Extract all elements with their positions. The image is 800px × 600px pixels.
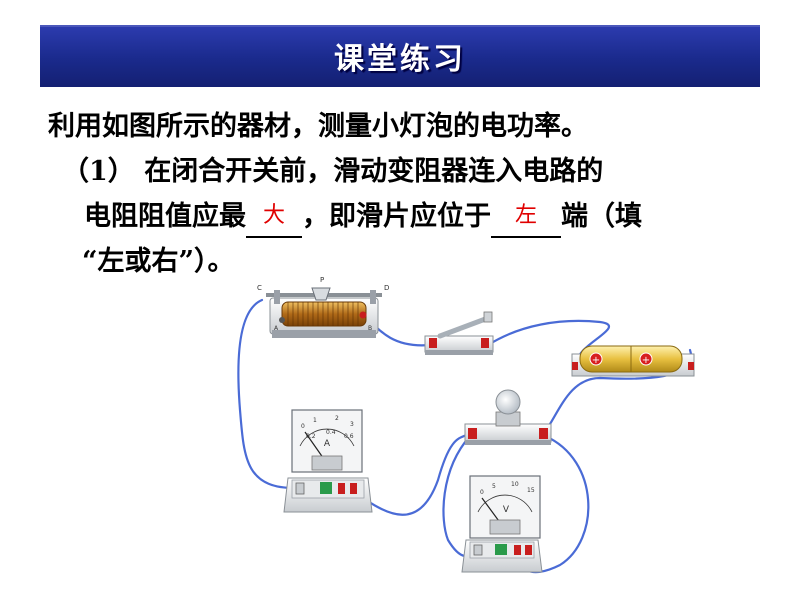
ammeter-tick-3: 3 [350, 421, 354, 428]
answer-2: 左 [514, 203, 537, 228]
answer-blank-1: 大 [246, 200, 302, 238]
question-part1-line2: 电阻阻值应最大 ，即滑片应位于左端（填 [84, 200, 642, 238]
rheostat-slider [311, 287, 331, 301]
part1-number: （1） [62, 156, 135, 187]
bulb [464, 389, 552, 445]
rheostat-label-d: D [384, 284, 389, 292]
voltmeter-tick-1: 5 [492, 483, 496, 490]
battery: + + [571, 345, 695, 377]
ammeter-tick-2: 2 [335, 415, 339, 422]
rheostat-label-a: A [274, 325, 279, 332]
bulb-glass [495, 389, 521, 415]
rheostat-label-p: P [320, 276, 324, 284]
part1-text-line2c: 端（填 [561, 201, 642, 232]
switch-terminal-right [481, 338, 489, 348]
ammeter-unit: A [324, 439, 331, 449]
title-banner: 课堂练习 [40, 25, 760, 87]
part1-text-line1: 在闭合开关前，滑动变阻器连入电路的 [144, 156, 604, 187]
svg-text:+: + [642, 355, 650, 366]
svg-text:+: + [592, 355, 600, 366]
answer-1: 大 [262, 203, 285, 228]
question-part1-line3: “左或右”）。 [82, 246, 235, 277]
answer-blank-2: 左 [491, 200, 561, 238]
voltmeter-tick-0: 0 [480, 489, 484, 496]
wire-ammeter-bulb [348, 430, 474, 516]
voltmeter: 0 5 10 15 V [461, 475, 543, 573]
voltmeter-unit: V [503, 505, 510, 515]
voltmeter-tick-3: 15 [527, 487, 535, 494]
rheostat-terminal-red [359, 311, 367, 319]
question-part1-line1: （1） 在闭合开关前，滑动变阻器连入电路的 [62, 155, 603, 189]
ammeter-tick-b2: 0.4 [326, 429, 336, 436]
ammeter-tick-b1: 0.2 [306, 433, 316, 440]
question-intro: 利用如图所示的器材，测量小灯泡的电功率。 [48, 111, 588, 142]
banner-title: 课堂练习 [334, 42, 466, 77]
ammeter-tick-b3: 0.6 [344, 433, 354, 440]
part1-text-line2b: ，即滑片应位于 [302, 201, 491, 232]
switch [424, 311, 494, 355]
wire-rheostat-ammeter [237, 298, 302, 490]
voltmeter-tick-2: 10 [511, 481, 519, 488]
rheostat-label-b: B [368, 325, 372, 332]
rheostat-label-c: C [257, 284, 262, 292]
switch-terminal-left [429, 338, 437, 348]
ammeter: 0 1 2 3 0.2 0.4 0.6 A [283, 409, 373, 513]
battery-cell-1 [589, 352, 603, 366]
battery-cell-2 [639, 352, 653, 366]
part1-text-line2a: 电阻阻值应最 [84, 201, 246, 232]
rheostat: C P D A B [257, 276, 389, 338]
ammeter-tick-1: 1 [313, 417, 317, 424]
ammeter-tick-0: 0 [301, 423, 305, 430]
